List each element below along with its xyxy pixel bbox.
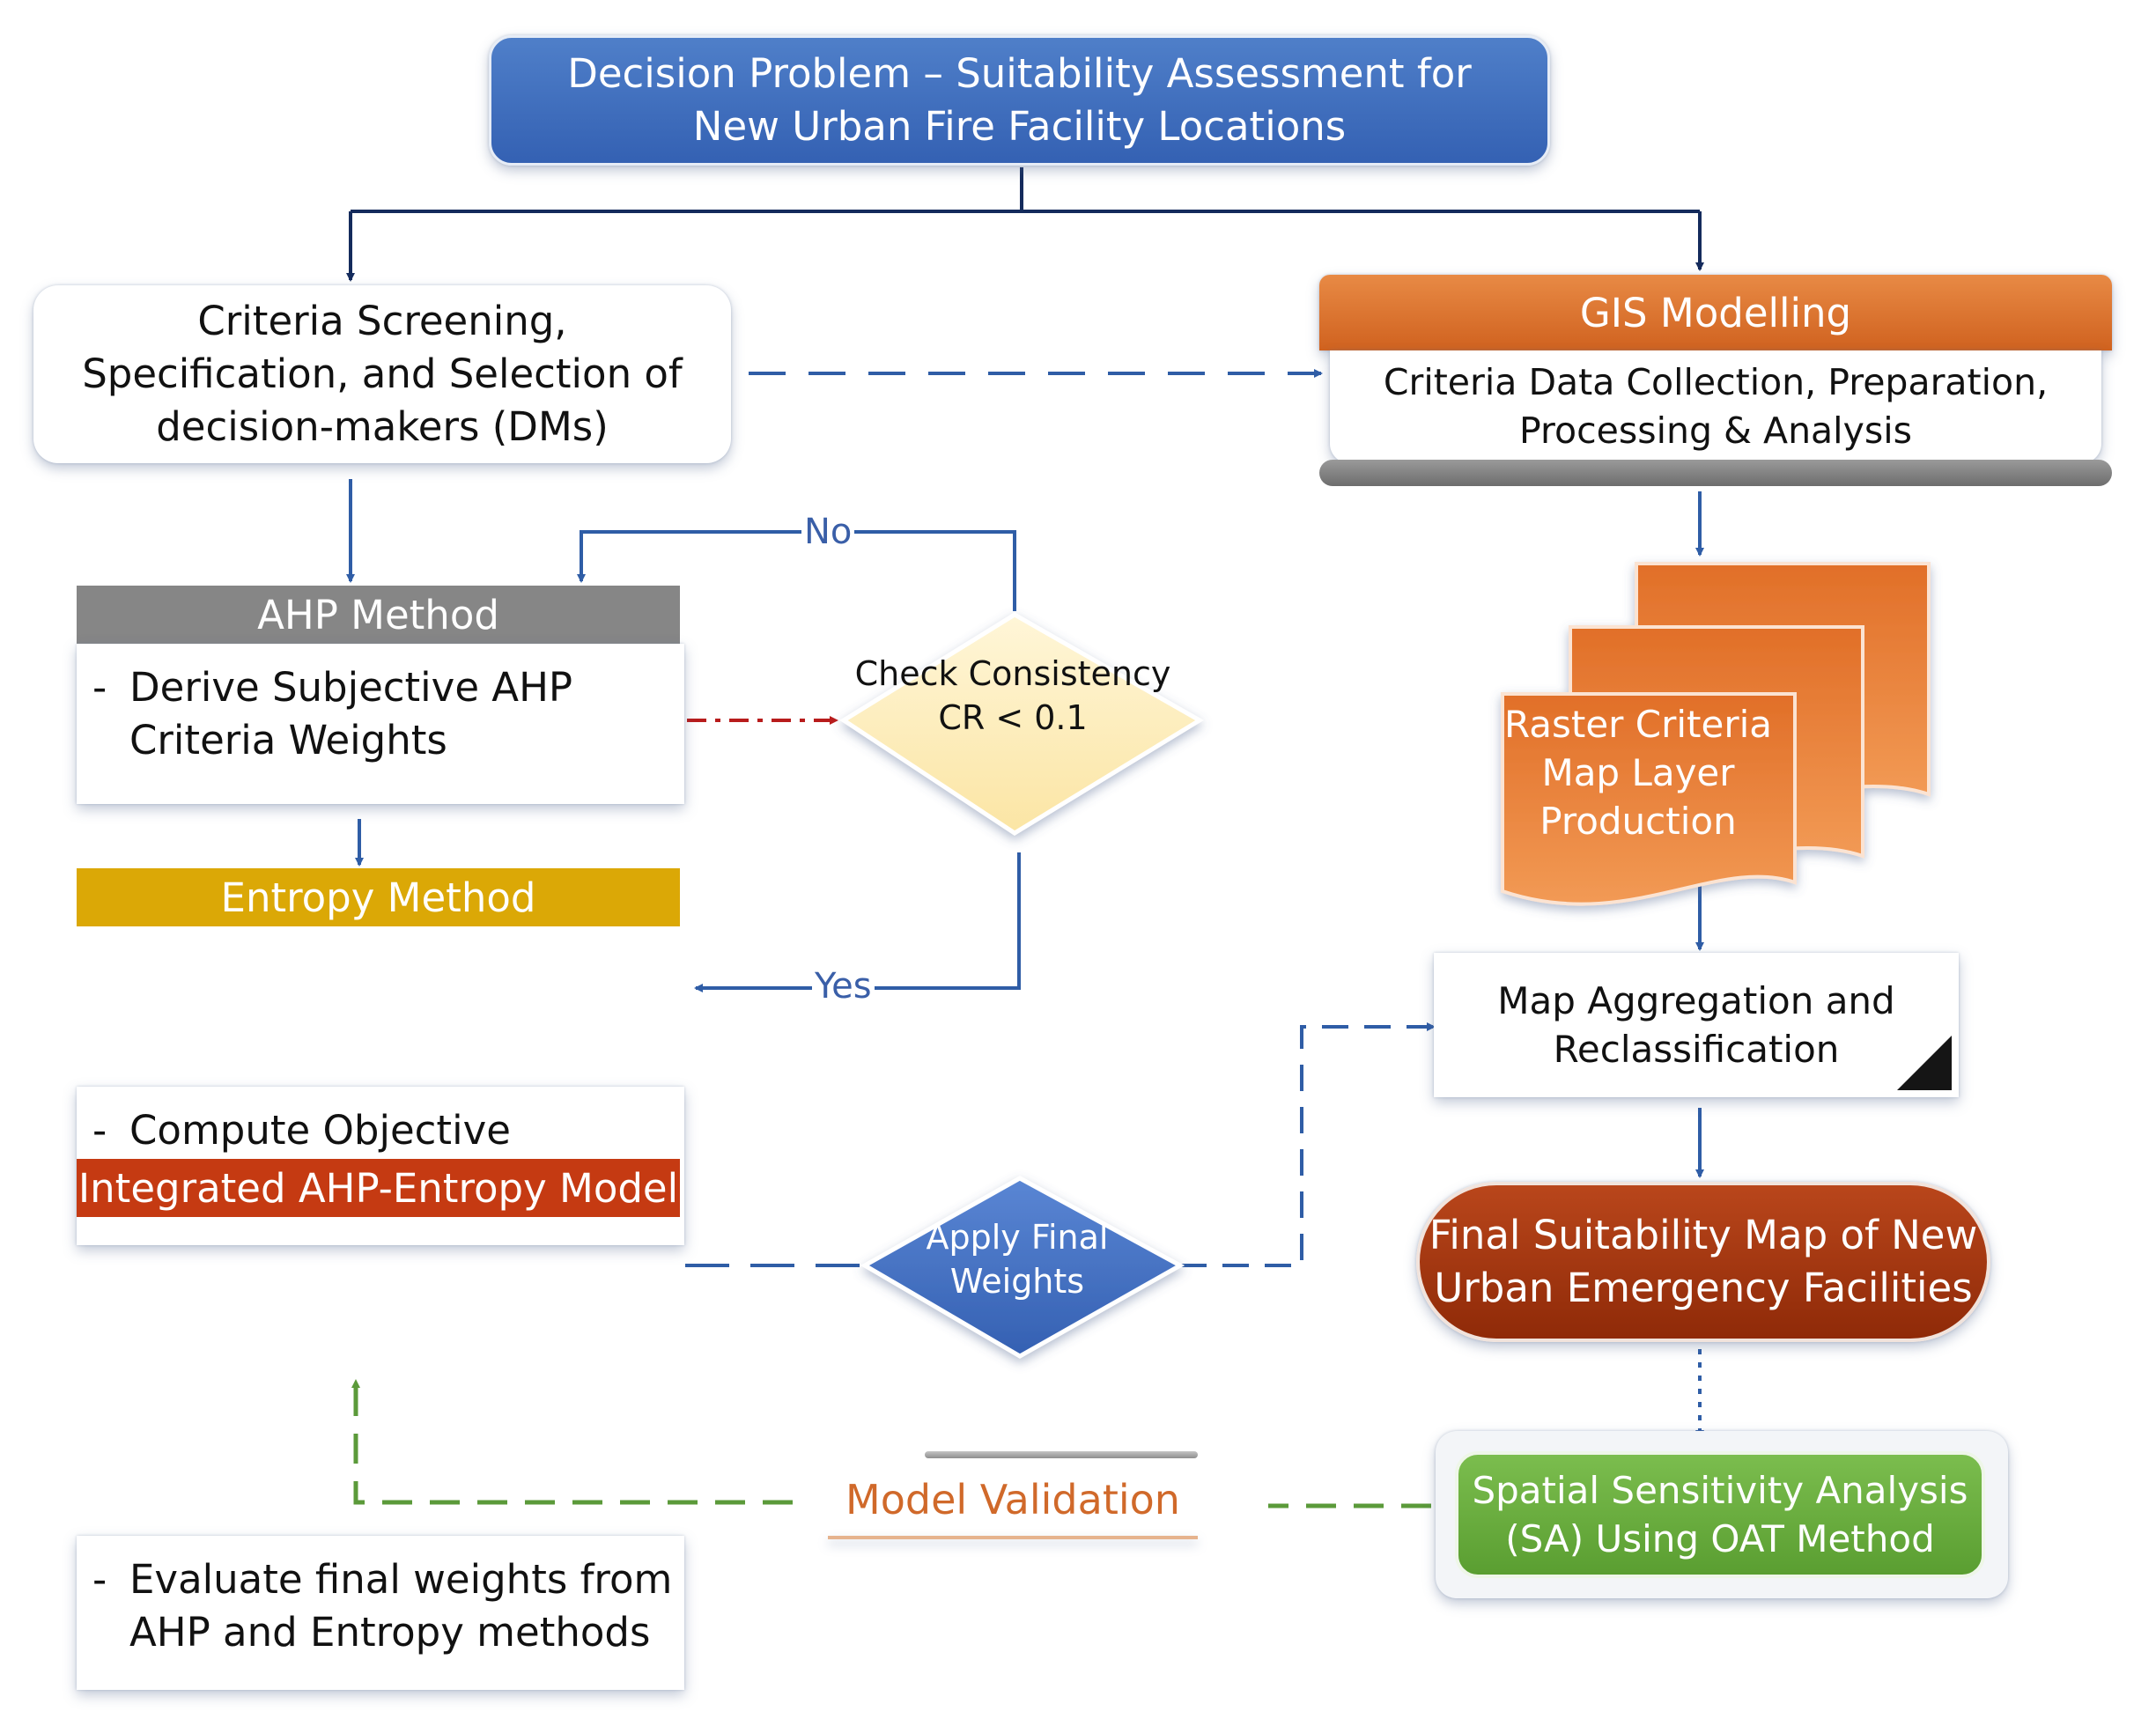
gis-modelling-title: GIS Modelling [1579,289,1852,336]
final-suitability-map-text: Final Suitability Map of New Urban Emerg… [1429,1212,1978,1311]
apply-weights-diamond [860,1176,1185,1359]
map-aggregation-box: Map Aggregation and Reclassification [1434,953,1959,1097]
sensitivity-analysis-box: Spatial Sensitivity Analysis (SA) Using … [1455,1451,1985,1578]
raster-document-stack [1501,562,1931,906]
yes-arrow [694,852,1021,992]
entropy-method-header: Entropy Method [77,868,680,926]
apply-to-mapagg-arrow [1180,1022,1436,1267]
gis-modelling-text: Criteria Data Collection, Preparation, P… [1383,361,2049,452]
integrated-model-body: - Evaluate final weights from AHP and En… [77,1536,684,1690]
decision-problem-text: Decision Problem – Suitability Assessmen… [567,50,1472,150]
no-label: No [801,513,855,551]
validation-to-integrated-arrow [351,1379,793,1505]
ahp-method-body: - Derive Subjective AHP Criteria Weights [77,644,684,804]
entropy-bullet-dash: - [92,1107,107,1154]
ahp-method-header: AHP Method [77,586,680,644]
raster-criteria-label: Raster Criteria Map Layer Production [1503,703,1773,843]
decision-problem-box: Decision Problem – Suitability Assessmen… [489,35,1550,166]
map-aggregation-corner-fold [1897,1036,1952,1090]
ahp-method-text: Derive Subjective AHP Criteria Weights [129,664,573,763]
integrated-model-title: Integrated AHP-Entropy Model [78,1164,679,1212]
map-aggregation-text: Map Aggregation and Reclassification [1497,979,1895,1071]
model-validation-label: Model Validation [845,1476,1180,1523]
criteria-screening-box: Criteria Screening, Specification, and S… [33,285,731,463]
ahp-method-title: AHP Method [257,591,499,638]
model-validation-underline [828,1536,1198,1539]
gis-modelling-header: GIS Modelling [1319,275,2112,350]
yes-label: Yes [812,967,875,1006]
model-validation-top-bar [925,1451,1198,1458]
final-suitability-map-box: Final Suitability Map of New Urban Emerg… [1416,1182,1990,1342]
check-consistency-diamond [839,612,1204,836]
integrated-bullet-dash: - [92,1556,107,1603]
gis-modelling-footer-bar [1319,460,2112,486]
entropy-method-title: Entropy Method [220,874,536,921]
check-consistency-label: Check Consistency CR < 0.1 [854,654,1171,737]
gis-modelling-body: Criteria Data Collection, Preparation, P… [1330,350,2101,463]
apply-final-weights-label: Apply Final Weights [926,1218,1109,1301]
criteria-screening-text: Criteria Screening, Specification, and S… [82,298,683,450]
no-loop-arrow [577,530,1016,611]
integrated-model-text: Evaluate final weights from AHP and Entr… [129,1556,673,1656]
sensitivity-analysis-text: Spatial Sensitivity Analysis (SA) Using … [1472,1469,1968,1560]
integrated-model-header: Integrated AHP-Entropy Model [77,1159,680,1217]
ahp-bullet-dash: - [92,664,107,711]
split-connector [346,167,1704,282]
